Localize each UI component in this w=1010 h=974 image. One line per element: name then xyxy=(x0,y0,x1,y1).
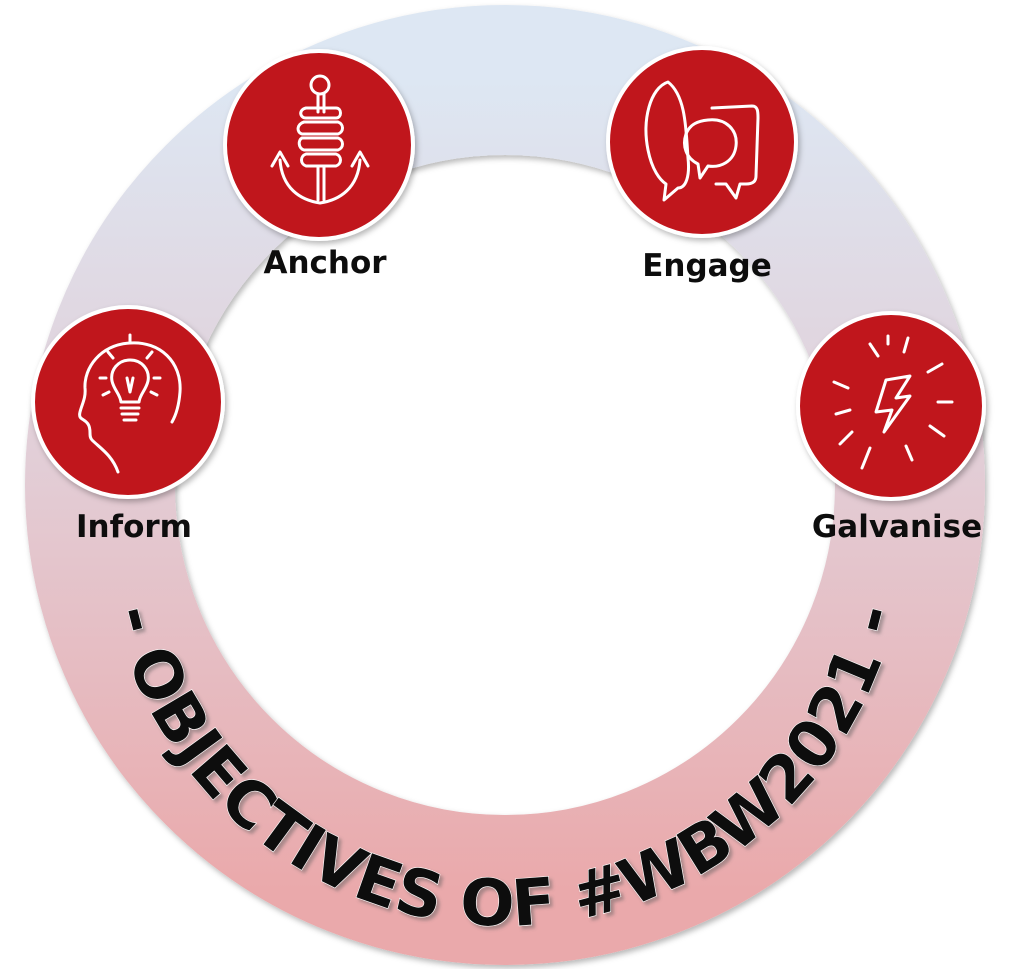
objective-galvanise: Galvanise xyxy=(796,311,986,545)
anchor-label: Anchor xyxy=(263,245,387,281)
objective-engage: Engage xyxy=(606,46,798,284)
head-lightbulb-icon xyxy=(78,333,182,474)
objective-anchor: Anchor xyxy=(223,49,415,281)
anchor-badge xyxy=(223,49,415,241)
inform-label: Inform xyxy=(76,509,192,545)
galvanise-badge xyxy=(796,311,986,501)
anchor-hand-icon xyxy=(270,74,370,205)
objective-inform: Inform xyxy=(31,305,225,545)
engage-badge xyxy=(606,46,798,238)
engage-label: Engage xyxy=(642,248,772,284)
lightning-bolt-icon xyxy=(832,334,954,470)
speech-bubbles-icon xyxy=(644,80,760,202)
galvanise-label: Galvanise xyxy=(812,509,982,545)
